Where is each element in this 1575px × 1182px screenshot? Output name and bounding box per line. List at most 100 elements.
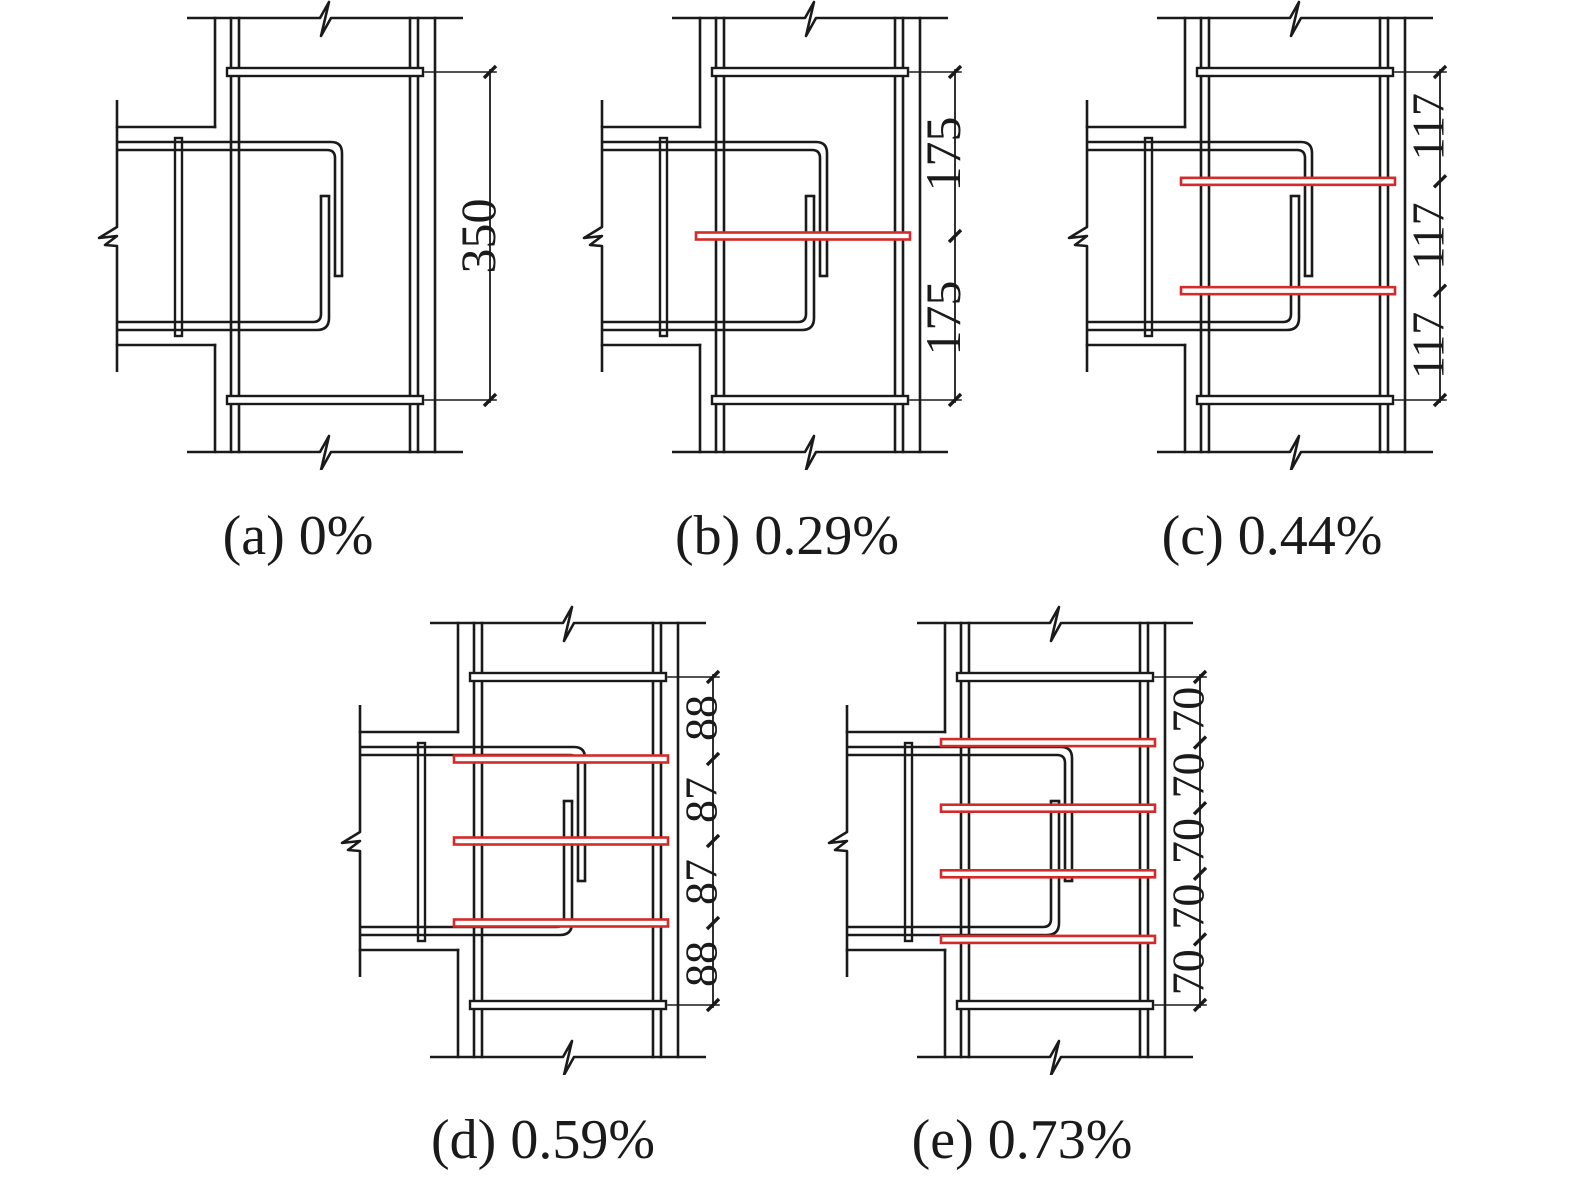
panel-b: 175 175 <box>580 0 1000 470</box>
added-joint-tie-3 <box>939 868 1157 879</box>
beam-top-bar-inner <box>1087 148 1307 276</box>
added-joint-tie-1 <box>1179 176 1397 187</box>
column-top-edge <box>187 0 463 38</box>
caption-b: (b) 0.29% <box>675 505 899 567</box>
dimension-tick-2 <box>947 392 963 408</box>
dimension-tick-0 <box>1432 64 1448 80</box>
dimension-tick-0 <box>1192 669 1208 685</box>
dimension-label-1: 175 <box>915 117 971 192</box>
beam-break-symbol <box>1067 100 1089 372</box>
dimension-tick-1 <box>482 392 498 408</box>
column-bottom-edge <box>430 1039 706 1075</box>
dimension-label-1: 70 <box>1163 687 1214 733</box>
dimension-tick-0 <box>705 669 721 685</box>
beam-bottom-bar-inner <box>360 801 566 929</box>
dimension-chain: 88 87 87 88 <box>667 669 727 1013</box>
dimension-label-1: 88 <box>676 695 727 741</box>
joint-detail-drawing: 88 87 87 88 <box>340 605 727 1075</box>
column-bottom-edge <box>672 434 948 470</box>
panel-d: 88 87 87 88 <box>338 605 758 1075</box>
panel-a: 350 <box>95 0 515 470</box>
dimension-tick-2 <box>1432 283 1448 298</box>
beam-bottom-bar-inner <box>602 196 808 324</box>
beam-top-bar-outer <box>847 745 1074 881</box>
column-stirrup-bottom <box>710 394 910 406</box>
beam-bottom-bar-outer <box>1087 196 1301 332</box>
beam-top-bar-inner <box>117 148 337 276</box>
dimension-tick-3 <box>705 915 721 931</box>
added-joint-tie-1 <box>452 754 670 764</box>
joint-detail-drawing: 175 175 <box>582 0 971 470</box>
beam-break-symbol <box>827 705 849 977</box>
dimension-tick-3 <box>1192 866 1208 882</box>
caption-a: (a) 0% <box>222 505 374 567</box>
dimension-label-1: 350 <box>450 199 506 274</box>
joint-geometry <box>827 605 1193 1075</box>
column-top-edge <box>430 605 706 643</box>
dimension-tick-0 <box>947 64 963 80</box>
joint-detail-drawing: 350 <box>97 0 506 470</box>
column-stirrup-top <box>468 671 668 683</box>
added-joint-tie-3 <box>452 918 670 928</box>
dimension-tick-2 <box>705 833 721 849</box>
beam-stirrup <box>1143 136 1154 338</box>
added-joint-tie-2 <box>452 836 670 846</box>
added-joint-tie-4 <box>939 934 1157 945</box>
joint-geometry <box>97 0 463 470</box>
dimension-tick-4 <box>705 997 721 1013</box>
added-joint-tie-1 <box>939 737 1157 748</box>
column-bottom-edge <box>1157 434 1433 470</box>
beam-break-symbol <box>340 705 362 977</box>
dimension-tick-5 <box>1192 997 1208 1013</box>
joint-geometry <box>1067 0 1433 470</box>
dimension-label-2: 70 <box>1163 752 1214 798</box>
beam-top-bar-inner <box>847 753 1067 881</box>
beam-bottom-bar-inner <box>1087 196 1293 324</box>
beam-break-symbol <box>582 100 604 372</box>
column-top-edge <box>1157 0 1433 38</box>
column-stirrup-top <box>225 66 425 78</box>
column-bottom-edge <box>917 1039 1193 1075</box>
dimension-tick-1 <box>1192 735 1208 750</box>
dimension-label-3: 87 <box>676 859 727 905</box>
column-top-edge <box>672 0 948 38</box>
beam-top-bar-outer <box>117 140 344 276</box>
dimension-chain: 175 175 <box>909 64 971 408</box>
dimension-label-4: 88 <box>676 941 727 987</box>
beam-top-bar-outer <box>602 140 829 276</box>
caption-e: (e) 0.73% <box>911 1109 1133 1171</box>
dimension-label-2: 175 <box>915 281 971 356</box>
column-stirrup-bottom <box>225 394 425 406</box>
column-stirrup-bottom <box>955 999 1155 1011</box>
caption-c: (c) 0.44% <box>1161 505 1383 567</box>
beam-stirrup <box>416 741 427 943</box>
dimension-label-2: 117 <box>1403 202 1454 269</box>
dimension-tick-1 <box>1432 174 1448 189</box>
column-stirrup-top <box>710 66 910 78</box>
beam-bottom-bar-outer <box>602 196 816 332</box>
beam-top-bar-outer <box>360 745 587 881</box>
beam-bottom-bar-inner <box>117 196 323 324</box>
joint-geometry <box>340 605 706 1075</box>
beam-bottom-bar-outer <box>117 196 331 332</box>
beam-bottom-bar-outer <box>847 801 1061 937</box>
beam-top-bar-inner <box>602 148 822 276</box>
column-stirrup-top <box>1195 66 1395 78</box>
added-joint-tie-2 <box>1179 285 1397 296</box>
dimension-tick-1 <box>705 751 721 767</box>
dimension-label-2: 87 <box>676 777 727 823</box>
dimension-tick-0 <box>482 64 498 80</box>
dimension-label-3: 70 <box>1163 818 1214 864</box>
added-joint-tie-1 <box>694 231 912 241</box>
beam-stirrup <box>658 136 669 338</box>
beam-top-bar-outer <box>1087 140 1314 276</box>
joint-geometry <box>582 0 948 470</box>
dimension-label-3: 117 <box>1403 312 1454 379</box>
dimension-tick-3 <box>1432 392 1448 408</box>
column-stirrup-bottom <box>468 999 668 1011</box>
